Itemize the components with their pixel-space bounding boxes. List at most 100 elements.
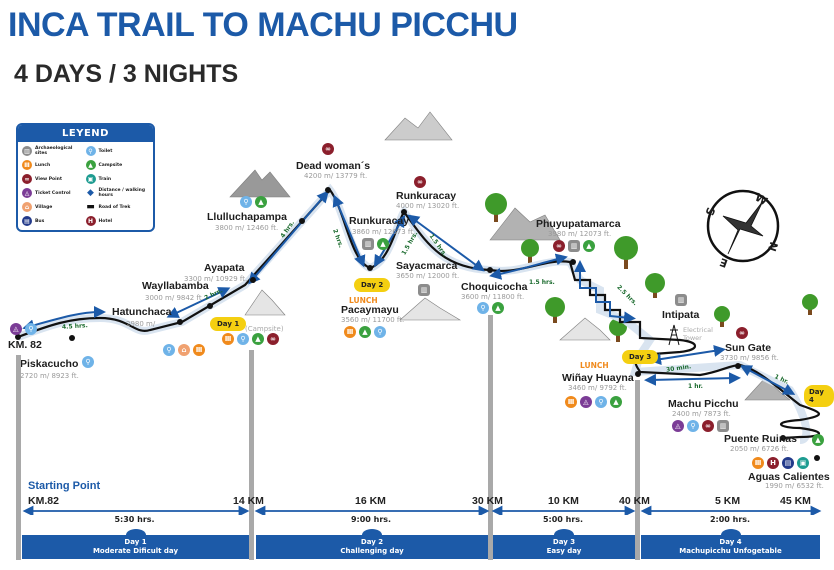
ticket-icon: ◬ — [10, 323, 22, 335]
km-label: 5 KM — [715, 495, 741, 507]
legend-item: ⌂Village — [22, 201, 86, 213]
alt-llulluchapampa: 3800 m/ 12460 ft. — [215, 224, 279, 232]
place-ayapata: Ayapata — [204, 262, 245, 274]
legend-item: ▬Road of Trek — [85, 202, 131, 212]
binoculars-icon: ∞ — [736, 327, 748, 339]
ticket-icon: ◬ — [580, 396, 592, 408]
binoculars-icon: ∞ — [553, 240, 565, 252]
legend-item: ⚲Toilet — [85, 145, 150, 157]
ruins-icon: ▥ — [717, 420, 729, 432]
alt-sayacmarca: 3650 m/ 12000 ft. — [396, 272, 460, 280]
alt-runkuracay-low: 3860 m/ 12673 ft. — [352, 228, 416, 236]
tent-icon: ▲ — [255, 196, 267, 208]
binoculars-icon: ∞ — [267, 333, 279, 345]
starting-point-label: Starting Point — [28, 480, 101, 492]
place-intipata: Intipata — [662, 309, 700, 321]
place-winay-huayna: Wiñay Huayna — [562, 372, 634, 384]
day1-campsite-icons: Ⅲ ⚲ ▲ ∞ — [222, 333, 279, 345]
toilet-icon: ⚲ — [85, 146, 96, 156]
ruins-icon: ▥ — [362, 238, 374, 250]
tent-icon: ▲ — [252, 333, 264, 345]
place-phuyupatamarca: Phuyupatamarca — [536, 218, 621, 230]
llulluchapampa-icons: ⚲ ▲ — [240, 196, 267, 208]
place-llulluchapampa: Llulluchapampa — [207, 211, 287, 223]
page-title: INCA TRAIL TO MACHU PICCHU — [8, 6, 518, 44]
village-icon: ⌂ — [22, 202, 32, 212]
alt-piskacucho: 2720 m/ 8923 ft. — [20, 372, 79, 380]
alt-puente-ruinas: 2050 m/ 6726 ft. — [730, 445, 789, 453]
toilet-icon: ⚲ — [163, 344, 175, 356]
place-choquicocha: Choquicocha — [461, 281, 528, 293]
toilet-icon: ⚲ — [687, 420, 699, 432]
tent-icon: ▲ — [377, 238, 389, 250]
tent-icon: ▲ — [492, 302, 504, 314]
binoculars-icon: ∞ — [322, 143, 334, 155]
waypoint-dots — [15, 187, 820, 461]
day2-duration: 9:00 hrs. — [350, 515, 392, 524]
electrical-tower-icon — [668, 324, 680, 346]
day4-bar: Day 4 Machupicchu Unfogetable — [641, 529, 820, 559]
toilet-icon: ⚲ — [374, 326, 386, 338]
hotel-icon: H — [767, 457, 779, 469]
lunch-icon: Ⅲ — [344, 326, 356, 338]
alt-winay-huayna: 3460 m/ 9792 ft. — [568, 384, 627, 392]
arrow-icon: ◆ — [85, 188, 96, 198]
tent-icon: ▲ — [812, 434, 824, 446]
winay-huayna-icons: Ⅲ ◬ ⚲ ▲ — [565, 396, 622, 408]
km-label: 16 KM — [355, 495, 386, 507]
legend-item: ∞View Point — [22, 173, 86, 185]
alt-ayapata: 3300 m/ 10929 ft. — [184, 275, 248, 283]
legend-item: ▤Bus — [22, 215, 86, 227]
day3-duration: 5:00 hrs. — [542, 515, 584, 524]
aguas-calientes-icons: Ⅲ H ▤ ▣ — [752, 457, 809, 469]
pole-day3 — [635, 380, 640, 560]
hotel-icon: H — [85, 216, 96, 226]
lunch-icon: Ⅲ — [222, 333, 234, 345]
km-label: 45 KM — [780, 495, 811, 507]
lunch-icon: Ⅲ — [193, 344, 205, 356]
ruins-icon: ▥ — [675, 294, 687, 306]
alt-wayllabamba: 3000 m/ 9842 ft. — [145, 294, 204, 302]
tent-icon: ▲ — [85, 160, 96, 170]
alt-pacaymayu: 3560 m/ 11700 ft. — [341, 316, 405, 324]
place-dead-woman: Dead woman´s — [296, 160, 371, 172]
place-machu-picchu: Machu Picchu — [668, 398, 739, 410]
pacaymayu-icons: Ⅲ ▲ ⚲ — [344, 326, 386, 338]
tent-icon: ▲ — [610, 396, 622, 408]
day3-bar: Day 3 Easy day — [493, 529, 635, 559]
legend-title: LEYEND — [18, 125, 153, 142]
road-icon: ▬ — [85, 202, 96, 212]
binoculars-icon: ∞ — [702, 420, 714, 432]
toilet-icon: ⚲ — [25, 323, 37, 335]
lunch-label: LUNCH — [349, 296, 378, 305]
toilet-icon: ⚲ — [595, 396, 607, 408]
place-sayacmarca: Sayacmarca — [396, 260, 458, 272]
place-km82: KM. 82 — [8, 339, 42, 351]
compass-icon — [706, 189, 780, 263]
village-icon: ⌂ — [178, 344, 190, 356]
tent-icon: ▲ — [583, 240, 595, 252]
machu-picchu-icons: ◬ ⚲ ∞ ▥ — [672, 420, 729, 432]
place-runkuracay-top: Runkuracay — [396, 190, 457, 202]
day1-bar: Day 1 Moderate Dificult day — [22, 529, 249, 559]
pole-day2 — [488, 315, 493, 560]
day1-duration: 5:30 hrs. — [114, 515, 155, 524]
day2-marker: Day 2 — [354, 278, 391, 292]
place-sun-gate: Sun Gate — [725, 342, 772, 354]
place-piskacucho: Piskacucho — [20, 358, 79, 370]
legend-item: ▥Archaeological sites — [22, 145, 86, 157]
place-runkuracay-low: Runkuracay — [349, 215, 410, 227]
lunch-icon: Ⅲ — [565, 396, 577, 408]
pole-start — [16, 355, 21, 560]
tent-icon: ▲ — [359, 326, 371, 338]
page-subtitle: 4 DAYS / 3 NIGHTS — [14, 60, 239, 88]
lunch-icon: Ⅲ — [22, 160, 32, 170]
ruins-icon: ▥ — [22, 146, 32, 156]
alt-dead-woman: 4200 m/ 13779 ft. — [304, 172, 368, 180]
lunch-label: LUNCH — [580, 361, 609, 370]
electrical-tower-label: Electrical Tower — [683, 326, 713, 342]
ruins-icon: ▥ — [418, 284, 430, 296]
toilet-icon: ⚲ — [82, 356, 94, 368]
